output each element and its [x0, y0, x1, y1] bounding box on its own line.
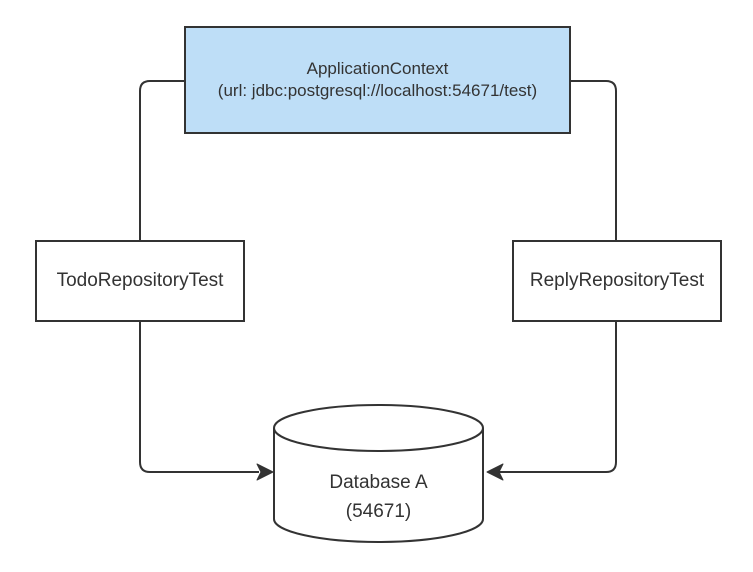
edge-appcontext-to-replytest — [571, 80, 617, 240]
arrowhead-into-database-left — [256, 463, 274, 481]
database-cylinder-shape — [273, 404, 484, 543]
database-port: (54671) — [345, 501, 412, 522]
node-reply-repository-test: ReplyRepositoryTest — [512, 240, 722, 322]
reply-repository-test-label: ReplyRepositoryTest — [529, 270, 705, 291]
node-todo-repository-test: TodoRepositoryTest — [35, 240, 245, 322]
edge-todotest-to-database — [139, 322, 259, 473]
node-database-label: Database A (54671) — [273, 468, 484, 526]
arrowhead-into-database-right — [486, 463, 504, 481]
application-context-title: ApplicationContext — [306, 59, 449, 78]
database-title: Database A — [329, 472, 428, 493]
edge-replytest-to-database — [498, 322, 617, 473]
todo-repository-test-label: TodoRepositoryTest — [56, 270, 224, 291]
edge-appcontext-to-todotest — [139, 80, 184, 240]
application-context-url: (url: jdbc:postgresql://localhost:54671/… — [217, 81, 538, 100]
node-application-context: ApplicationContext (url: jdbc:postgresql… — [184, 26, 571, 134]
